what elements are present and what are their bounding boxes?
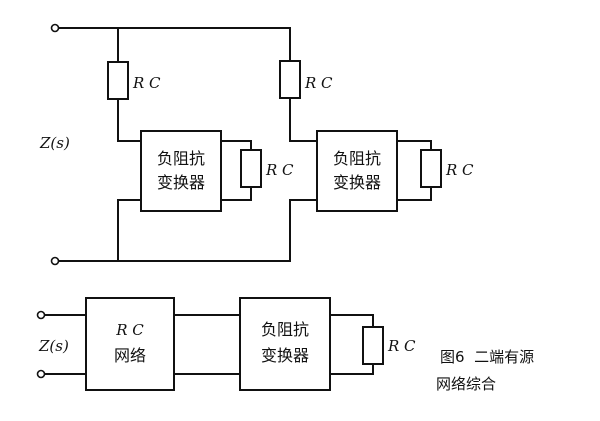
resistor-1 xyxy=(107,61,129,100)
caption-line2: 网络综合 xyxy=(436,375,496,393)
converter-box-2 xyxy=(316,130,398,212)
resistor-3 xyxy=(279,60,301,99)
load-label: R C xyxy=(387,337,416,355)
converter-2-line2: 变换器 xyxy=(333,173,381,192)
resistor-label-3: R C xyxy=(304,74,333,92)
converter-3-line2: 变换器 xyxy=(261,346,309,365)
converter-1-line2: 变换器 xyxy=(157,173,205,192)
bottom-circuit: Z(s) R C 网络 负阻抗 变换器 R C xyxy=(36,297,416,391)
resistor-2 xyxy=(240,149,262,188)
resistor-label-4: R C xyxy=(445,161,474,179)
port-label-bottom: Z(s) xyxy=(38,337,69,355)
terminal-bottom-in xyxy=(36,310,46,320)
port-label-top: Z(s) xyxy=(39,134,70,152)
terminal-bottom-out xyxy=(36,369,46,379)
converter-box-1 xyxy=(140,130,222,212)
top-circuit: Z(s) R C R C R C R C 负阻抗 变换器 负阻抗 变换器 xyxy=(39,23,474,266)
resistor-label-2: R C xyxy=(265,161,294,179)
converter-box-3 xyxy=(239,297,331,391)
rc-network-line2: 网络 xyxy=(114,346,146,365)
resistor-5 xyxy=(362,326,384,365)
converter-3-line1: 负阻抗 xyxy=(261,320,309,339)
resistor-label-1: R C xyxy=(132,74,161,92)
rc-network-line1: R C xyxy=(115,321,144,339)
converter-1-line1: 负阻抗 xyxy=(157,149,205,168)
rc-network-box xyxy=(85,297,175,391)
terminal-top-out xyxy=(50,256,60,266)
resistor-4 xyxy=(420,149,442,188)
terminal-top-in xyxy=(50,23,60,33)
converter-2-line1: 负阻抗 xyxy=(333,149,381,168)
figure-caption: 图6 二端有源 网络综合 xyxy=(436,348,534,393)
caption-line1: 图6 二端有源 xyxy=(440,348,534,366)
